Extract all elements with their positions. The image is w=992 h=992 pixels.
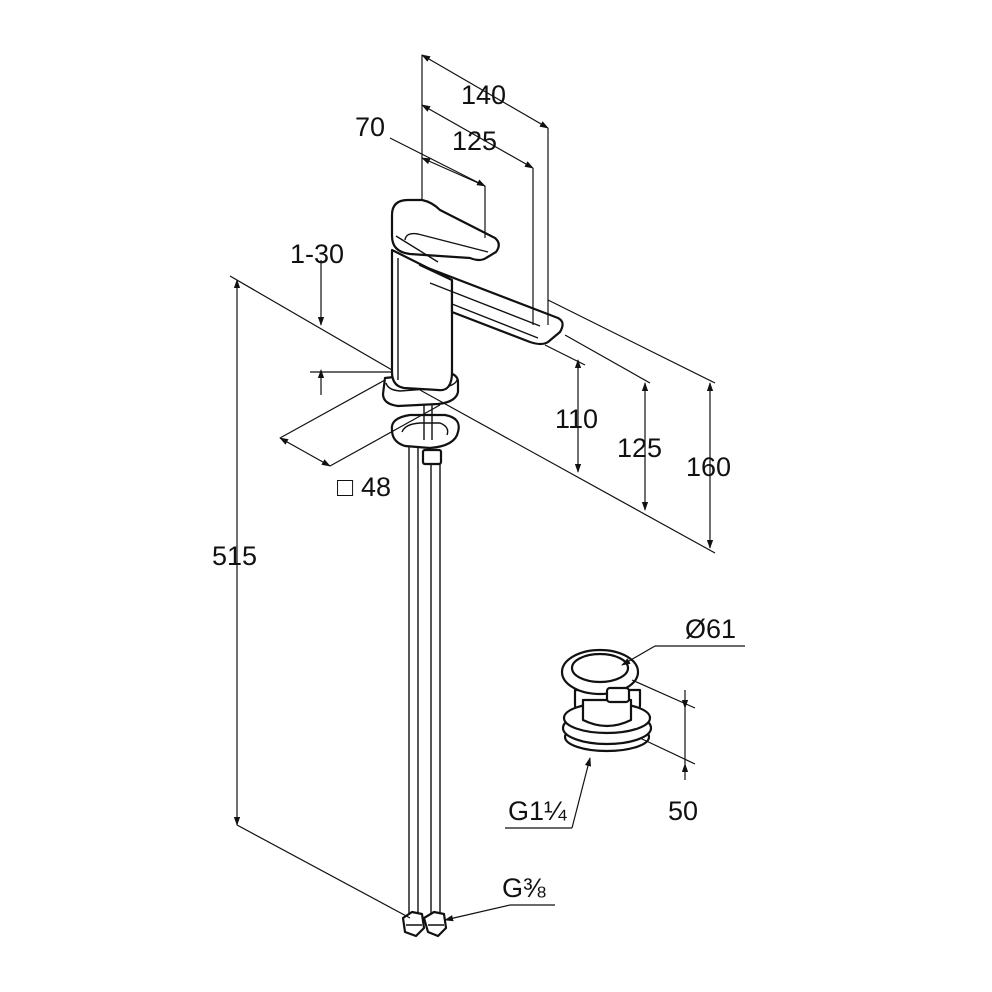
spout [418,263,564,346]
dim-48: 48 [361,472,391,502]
supply-hoses [408,445,441,915]
dim-70: 70 [355,112,385,142]
faucet [381,198,564,938]
dim-1-30: 1-30 [290,239,344,269]
dim-160: 160 [686,452,731,482]
dim-140: 140 [461,80,506,110]
dim-125-height: 125 [617,433,662,463]
faucet-column [390,248,454,392]
dim-g3-8: G⅜ [502,873,546,903]
lever-handle [390,198,500,263]
square-symbol: □ [337,472,354,502]
dimension-lines [229,54,745,922]
dim-125-reach: 125 [452,126,497,156]
dim-110: 110 [555,404,598,434]
dim-50: 50 [668,796,698,826]
dim-diameter-61: Ø61 [685,614,736,644]
dimension-labels: 140 125 70 1-30 □ 48 515 110 125 160 Ø61… [212,80,736,903]
mounting-clamp [390,398,460,466]
dim-515: 515 [212,541,257,571]
dim-g1-1-4: G1¼ [508,796,567,826]
waste-valve [560,648,653,753]
hose-ends [401,910,448,938]
